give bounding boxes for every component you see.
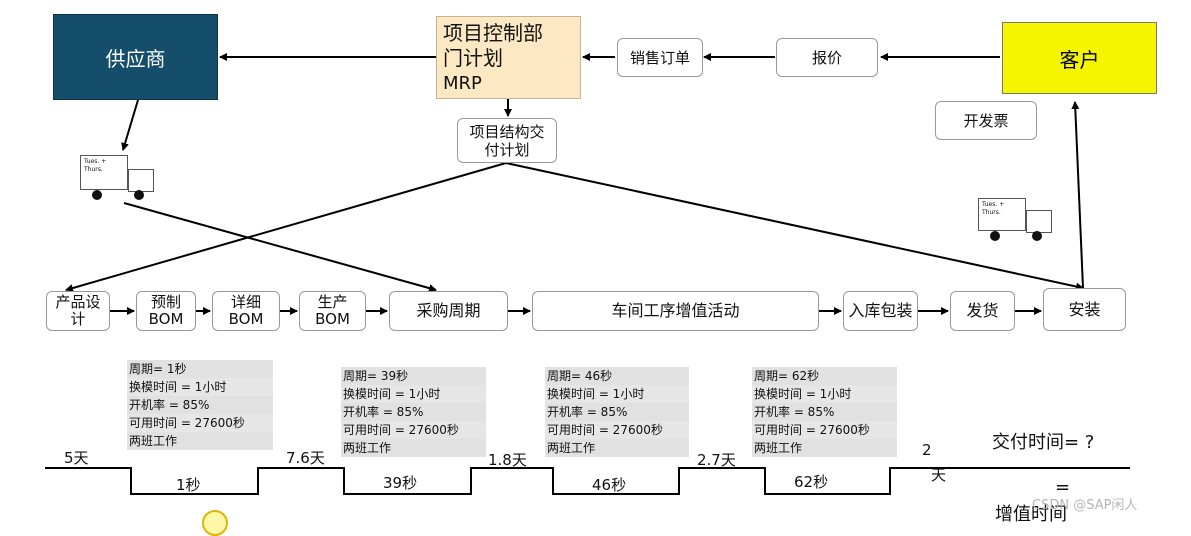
equals-sign: = xyxy=(1055,477,1071,498)
detail-bom-line1: 详细 xyxy=(230,293,261,311)
pre-bom-line2: BOM xyxy=(148,310,184,328)
wait-time-5-unit: 天 xyxy=(931,466,947,484)
delivery-plan-box: 项目结构交 付计划 xyxy=(457,118,557,163)
info-changeover: 换模时间 = 1小时 xyxy=(341,385,486,403)
info-box-4: 周期= 62秒 换模时间 = 1小时 开机率 = 85% 可用时间 = 2760… xyxy=(752,367,897,457)
delivery-plan-line1: 项目结构交 xyxy=(469,122,545,141)
truck-label-line1: Tues. + xyxy=(84,158,107,165)
info-uptime: 开机率 = 85% xyxy=(752,403,897,421)
invoice-box: 开发票 xyxy=(935,101,1037,140)
supplier-box: 供应商 xyxy=(53,14,218,100)
product-design-line1: 产品设 xyxy=(55,293,101,311)
workshop-label: 车间工序增值活动 xyxy=(611,301,740,320)
process-time-4: 62秒 xyxy=(794,473,829,491)
wait-time-1: 5天 xyxy=(64,449,89,467)
watermark: CSDN @SAP闲人 xyxy=(1032,498,1138,513)
detail-bom-line2: BOM xyxy=(228,310,264,328)
quotation-box: 报价 xyxy=(776,38,878,77)
arrow-truck-to-purchase xyxy=(123,202,437,292)
delivery-time-label: 交付时间= ? xyxy=(992,432,1095,453)
truck-right-label-line2: Thurs. xyxy=(982,209,1001,216)
arrow-install-to-customer xyxy=(1071,101,1084,289)
process-time-2: 39秒 xyxy=(383,474,418,492)
invoice-label: 开发票 xyxy=(963,111,1009,130)
delivery-plan-line2: 付计划 xyxy=(484,140,530,159)
truck-icon: Tues. + Thurs. xyxy=(80,155,155,205)
process-packing: 入库包装 xyxy=(843,291,918,331)
process-time-3: 46秒 xyxy=(592,476,627,494)
info-cycle: 周期= 62秒 xyxy=(752,367,897,385)
info-box-2: 周期= 39秒 换模时间 = 1小时 开机率 = 85% 可用时间 = 2760… xyxy=(341,367,486,457)
timeline-line xyxy=(45,467,1130,495)
process-product-design: 产品设 计 xyxy=(46,291,110,331)
sales-order-label: 销售订单 xyxy=(629,48,690,67)
wait-time-2: 7.6天 xyxy=(286,449,325,467)
arrow-supplier-to-truck xyxy=(121,99,139,151)
info-shifts: 两班工作 xyxy=(341,439,486,457)
supplier-label: 供应商 xyxy=(105,46,166,71)
project-control-line1: 项目控制部 xyxy=(443,21,543,45)
info-uptime: 开机率 = 85% xyxy=(127,396,273,414)
process-workshop: 车间工序增值活动 xyxy=(532,291,819,331)
info-available: 可用时间 = 27600秒 xyxy=(545,421,689,439)
info-uptime: 开机率 = 85% xyxy=(341,403,486,421)
process-detail-bom: 详细 BOM xyxy=(212,291,280,331)
info-available: 可用时间 = 27600秒 xyxy=(341,421,486,439)
arrow-plan-to-install xyxy=(505,162,1084,291)
info-available: 可用时间 = 27600秒 xyxy=(127,414,273,432)
info-available: 可用时间 = 27600秒 xyxy=(752,421,897,439)
info-shifts: 两班工作 xyxy=(752,439,897,457)
info-cycle: 周期= 39秒 xyxy=(341,367,486,385)
purchase-cycle-label: 采购周期 xyxy=(416,301,481,320)
customer-label: 客户 xyxy=(1059,47,1100,72)
project-control-line2: 门计划 xyxy=(443,46,503,70)
prod-bom-line2: BOM xyxy=(315,310,350,328)
wait-time-5: 2 xyxy=(922,441,932,459)
project-control-mrp: MRP xyxy=(443,73,482,94)
pre-bom-line1: 预制 xyxy=(150,293,181,311)
process-install: 安装 xyxy=(1043,288,1126,331)
prod-bom-line1: 生产 xyxy=(317,293,348,311)
process-pre-bom: 预制 BOM xyxy=(136,291,196,331)
info-changeover: 换模时间 = 1小时 xyxy=(752,385,897,403)
product-design-line2: 计 xyxy=(70,310,86,328)
info-box-3: 周期= 46秒 换模时间 = 1小时 开机率 = 85% 可用时间 = 2760… xyxy=(545,367,689,457)
process-purchase-cycle: 采购周期 xyxy=(389,291,508,331)
truck-label-line2: Thurs. xyxy=(84,166,103,173)
packing-label: 入库包装 xyxy=(848,301,913,320)
info-uptime: 开机率 = 85% xyxy=(545,403,689,421)
process-prod-bom: 生产 BOM xyxy=(299,291,366,331)
process-shipping: 发货 xyxy=(950,291,1015,331)
install-label: 安装 xyxy=(1068,299,1101,319)
info-cycle: 周期= 46秒 xyxy=(545,367,689,385)
wait-time-4: 2.7天 xyxy=(697,451,736,469)
sales-order-box: 销售订单 xyxy=(617,38,703,77)
lightbulb-icon xyxy=(202,510,228,536)
arrow-plan-to-design xyxy=(65,162,507,292)
info-shifts: 两班工作 xyxy=(127,432,273,450)
quotation-label: 报价 xyxy=(811,48,842,67)
value-time-label: 增值时间 xyxy=(995,504,1067,525)
shipping-label: 发货 xyxy=(966,301,999,320)
info-shifts: 两班工作 xyxy=(545,439,689,457)
info-changeover: 换模时间 = 1小时 xyxy=(127,378,273,396)
info-box-1: 周期= 1秒 换模时间 = 1小时 开机率 = 85% 可用时间 = 27600… xyxy=(127,360,273,450)
info-cycle: 周期= 1秒 xyxy=(127,360,273,378)
truck-icon-right: Tues. + Thurs. xyxy=(978,198,1053,248)
truck-right-label-line1: Tues. + xyxy=(982,201,1005,208)
project-control-box: 项目控制部 门计划 MRP xyxy=(436,16,581,99)
process-time-1: 1秒 xyxy=(176,476,201,494)
customer-box: 客户 xyxy=(1002,22,1157,94)
connector-lines xyxy=(45,53,1130,495)
wait-time-3: 1.8天 xyxy=(488,451,527,469)
info-changeover: 换模时间 = 1小时 xyxy=(545,385,689,403)
